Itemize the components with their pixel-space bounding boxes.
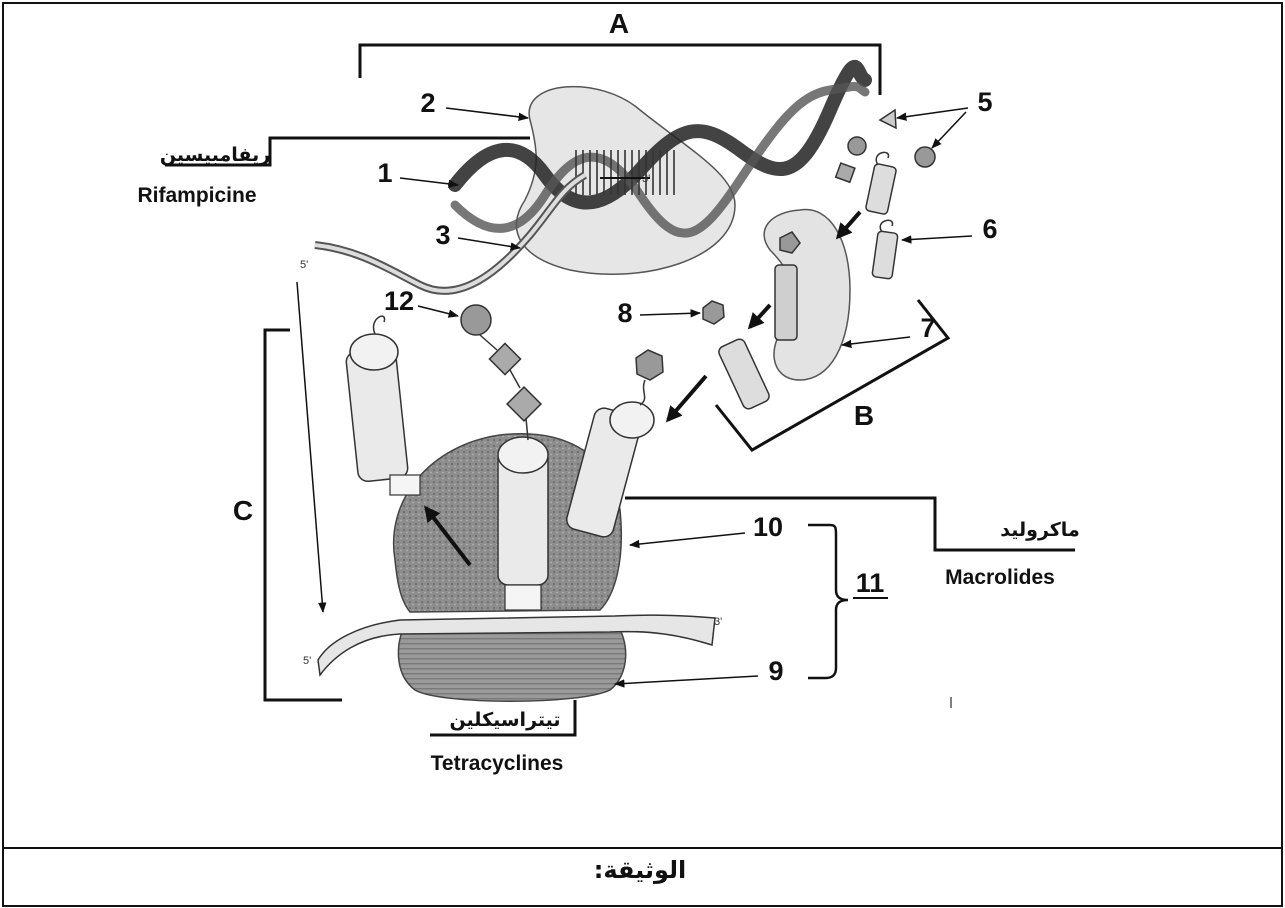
macrolides-arabic: ماكروليد xyxy=(1000,519,1079,541)
label-1: 1 xyxy=(377,158,392,188)
bracket-a xyxy=(360,45,880,95)
label-8: 8 xyxy=(617,298,632,328)
flow-arrow-charge xyxy=(750,305,770,327)
label-9: 9 xyxy=(768,656,783,686)
mrna-travel-arrow xyxy=(297,282,323,612)
mrna-5prime-left: 5' xyxy=(303,655,311,667)
hexagon-on-a-site xyxy=(636,350,663,380)
mrna-5prime-top: 5' xyxy=(300,259,308,271)
label-12: 12 xyxy=(384,286,414,316)
amino-acid-circle-2 xyxy=(915,147,935,167)
label-10: 10 xyxy=(753,512,783,542)
label-3: 3 xyxy=(435,220,450,250)
peptide-square-2 xyxy=(507,387,541,421)
exiting-trna xyxy=(345,316,420,495)
document-caption: الوثيقة: xyxy=(594,856,687,884)
tetracyclines-arabic: تيتراسيكلين xyxy=(449,709,560,731)
ribosome-trna-p-site xyxy=(498,437,548,610)
macrolides-label: Macrolides xyxy=(945,566,1055,589)
rifampicine-arabic: ريفامبيسين xyxy=(160,144,270,166)
flow-arrow-synthetase xyxy=(838,212,860,237)
peptide-circle xyxy=(461,305,491,335)
amino-acid-square xyxy=(836,163,855,182)
free-trna xyxy=(865,152,896,214)
label-2: 2 xyxy=(420,88,435,118)
label-6: 6 xyxy=(982,214,997,244)
label-b: B xyxy=(854,400,874,431)
dna-3prime: 3' xyxy=(642,173,650,185)
brace-11 xyxy=(808,525,848,678)
trna-6 xyxy=(872,220,898,279)
label-a: A xyxy=(609,8,629,39)
label-11: 11 xyxy=(856,568,885,598)
label-5: 5 xyxy=(977,87,992,117)
amino-acid-triangle xyxy=(880,110,896,128)
amino-acid-hexagon xyxy=(703,301,724,324)
tetracyclines-label: Tetracyclines xyxy=(431,752,564,775)
label-c: C xyxy=(233,495,253,526)
bound-trna xyxy=(775,265,797,340)
rifampicine-label: Rifampicine xyxy=(137,184,256,207)
bracket-c xyxy=(265,330,342,700)
flow-arrow-to-ribosome xyxy=(668,376,706,420)
charged-trna xyxy=(717,337,771,410)
mrna-3prime-right: 3' xyxy=(714,616,722,628)
amino-acid-circle xyxy=(848,137,866,155)
